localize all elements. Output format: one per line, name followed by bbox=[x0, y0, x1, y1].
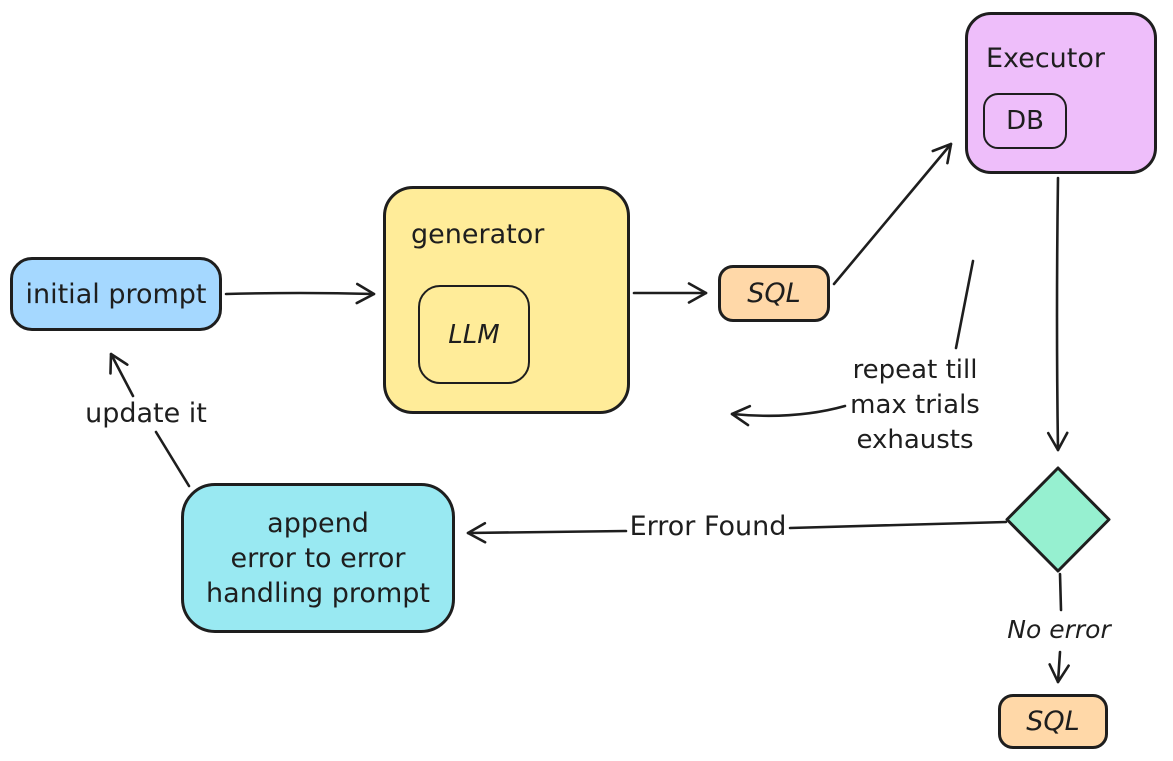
edge-label-no-error: No error bbox=[1007, 615, 1111, 644]
edge-append-to-initial-segment1 bbox=[154, 430, 191, 488]
generator-label: generator bbox=[411, 219, 545, 250]
node-db: DB bbox=[983, 93, 1067, 149]
decision-diamond bbox=[1005, 466, 1111, 573]
edge-decision-to-sql-output-segment2 bbox=[1048, 650, 1070, 684]
initial-prompt-label: initial prompt bbox=[25, 278, 207, 310]
node-sql: SQL bbox=[718, 265, 830, 322]
edge-sql-to-executor bbox=[832, 142, 953, 286]
edge-executor-to-decision bbox=[1046, 176, 1069, 452]
node-initial-prompt: initial prompt bbox=[10, 257, 222, 331]
node-append-error: append error to error handling prompt bbox=[181, 483, 455, 633]
edge-append-to-initial-segment2 bbox=[109, 352, 135, 398]
edge-label-update-it: update it bbox=[85, 398, 207, 429]
sql-output-label: SQL bbox=[1026, 706, 1080, 737]
edge-decision-to-append-segment1 bbox=[788, 520, 1008, 530]
db-label: DB bbox=[1006, 106, 1044, 136]
edge-label-error-found: Error Found bbox=[629, 511, 787, 542]
llm-label: LLM bbox=[448, 319, 500, 350]
node-llm: LLM bbox=[418, 285, 530, 384]
executor-label: Executor bbox=[986, 43, 1105, 74]
edge-repeat-annotation-segment1 bbox=[954, 259, 975, 350]
edge-decision-to-sql-output-segment1 bbox=[1058, 572, 1063, 612]
edge-repeat-annotation-segment2 bbox=[730, 404, 847, 427]
node-sql-output: SQL bbox=[998, 694, 1108, 749]
edge-label-repeat: repeat till max trials exhausts bbox=[850, 355, 980, 455]
edge-initial-to-generator bbox=[224, 282, 376, 305]
sql-label: SQL bbox=[747, 278, 801, 309]
append-error-label: append error to error handling prompt bbox=[206, 507, 430, 609]
edge-decision-to-append-segment2 bbox=[466, 521, 628, 544]
